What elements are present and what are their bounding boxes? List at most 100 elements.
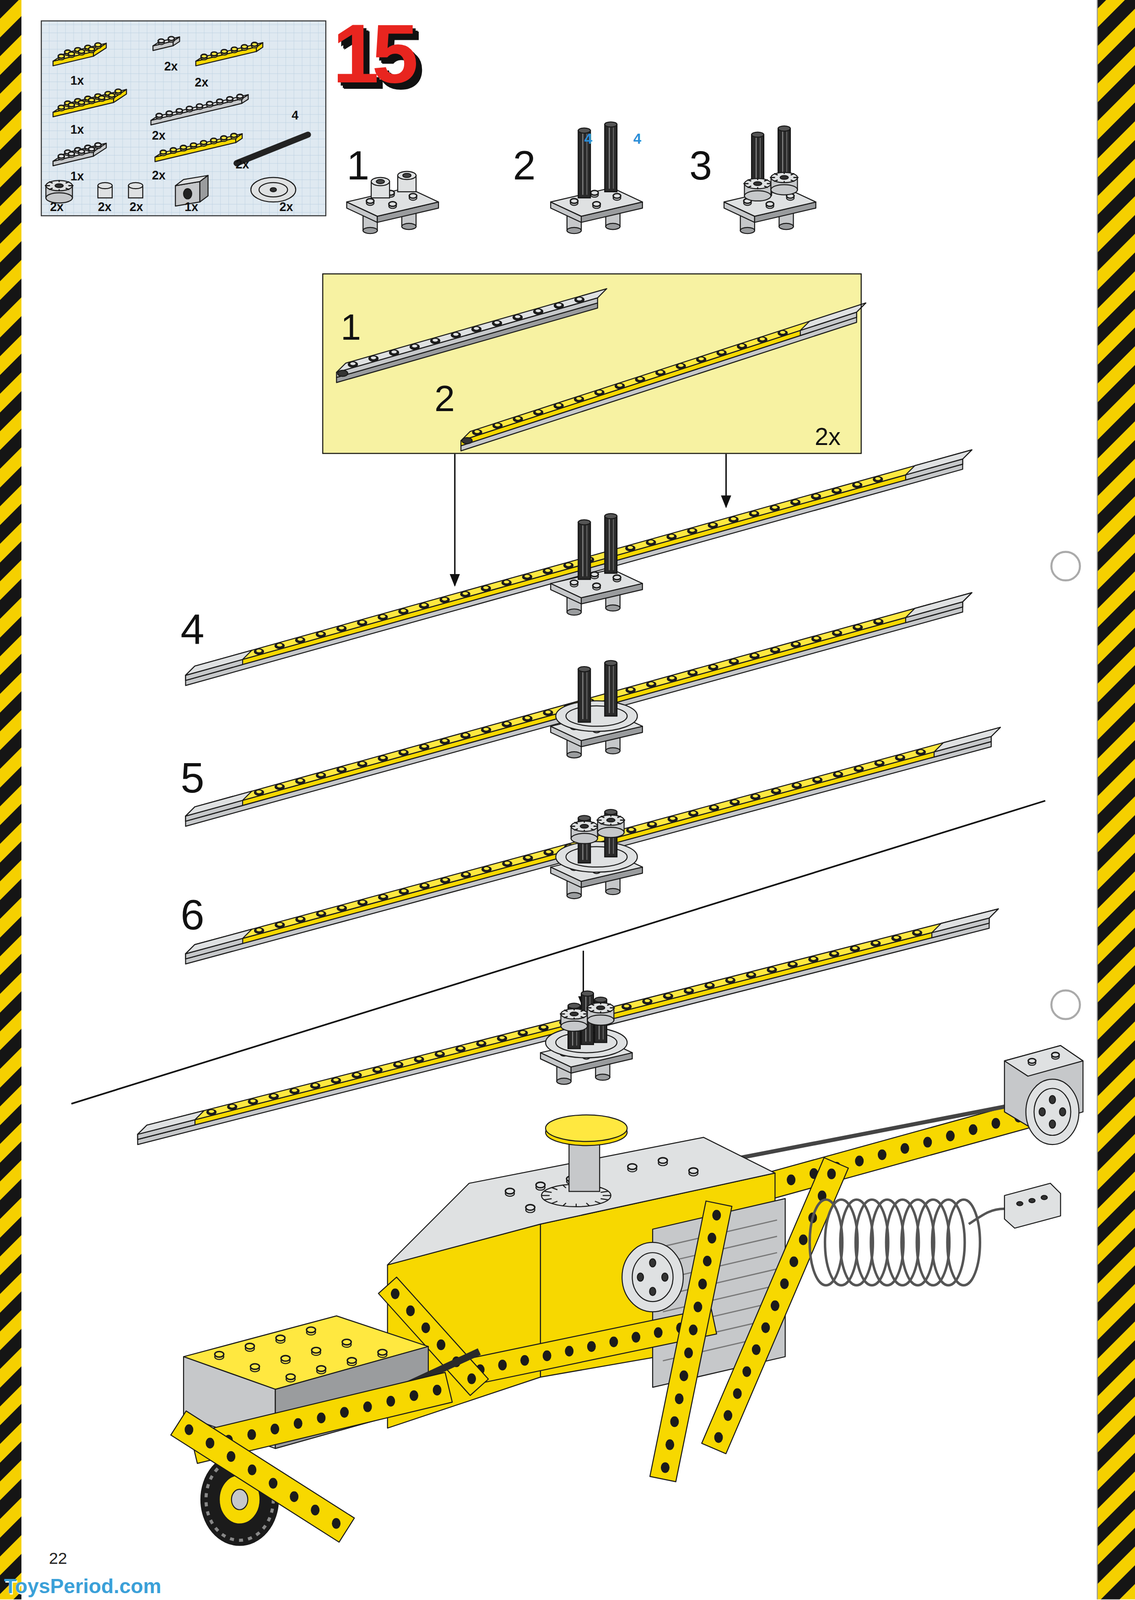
part-quantity: 2x <box>49 200 64 214</box>
stud-top <box>669 676 675 680</box>
blade-side <box>460 312 857 446</box>
stud <box>750 793 760 800</box>
parts-list-box: 1x2x2x1x2x41x2x2x2x2x2x1x2x <box>40 20 327 217</box>
stud-top <box>690 810 697 814</box>
beam-hole <box>698 1278 707 1289</box>
stud <box>68 51 75 56</box>
axle-groove <box>612 665 614 713</box>
stud <box>832 630 842 636</box>
tile-top <box>905 449 973 476</box>
stud <box>94 43 102 47</box>
blade-underside <box>185 741 992 964</box>
beam-hole <box>248 1464 257 1475</box>
blade-top <box>460 302 866 441</box>
stud <box>342 1338 352 1345</box>
stud <box>58 105 65 109</box>
stud-top <box>718 350 725 354</box>
part-quantity: 2x <box>194 76 209 89</box>
stud <box>874 760 884 766</box>
stud <box>414 1056 424 1062</box>
stud-top <box>628 827 635 831</box>
stud <box>347 1357 357 1363</box>
beam-hole <box>751 1344 761 1355</box>
axle-end <box>578 815 591 821</box>
stud <box>658 1157 668 1163</box>
gear-tooth <box>559 1013 565 1015</box>
stud <box>663 993 673 999</box>
model-drawing <box>44 36 1083 1546</box>
stud <box>210 138 217 142</box>
stud-top <box>250 1099 256 1103</box>
stud-top <box>556 403 562 407</box>
stud-top <box>648 681 654 685</box>
stud <box>471 326 482 332</box>
stud <box>254 648 264 654</box>
stud-top <box>731 659 737 662</box>
tile-top <box>934 727 1001 752</box>
pulley-rim <box>632 1252 673 1302</box>
beam-hole <box>661 1462 670 1473</box>
stud <box>275 783 285 790</box>
stud <box>216 99 223 103</box>
stud <box>613 574 622 580</box>
axle-groove <box>586 671 588 719</box>
beam-hole <box>787 1174 796 1185</box>
stud-top <box>297 917 304 920</box>
disc-hole <box>637 1272 644 1281</box>
stud <box>513 314 523 320</box>
stud <box>336 625 346 632</box>
bush-top <box>128 182 143 189</box>
peg-end <box>567 227 582 234</box>
stud-top <box>276 643 283 647</box>
stud <box>316 910 326 917</box>
gear-tooth <box>563 1009 568 1011</box>
plate-top <box>550 187 643 217</box>
stud <box>642 998 652 1005</box>
gear-tooth <box>602 1194 611 1196</box>
gear-tooth <box>607 1010 611 1012</box>
stud-top <box>318 772 324 776</box>
stud-top <box>810 956 817 960</box>
stud-top <box>686 988 692 992</box>
stud <box>696 356 706 363</box>
stud <box>176 108 183 113</box>
peg-end <box>605 888 621 895</box>
pulley-disc <box>555 700 638 732</box>
stud <box>206 1108 217 1115</box>
gear-tooth <box>620 819 626 821</box>
stud-top <box>514 315 521 319</box>
stud <box>767 966 777 973</box>
stud-top <box>421 603 427 606</box>
bush-top <box>371 177 390 186</box>
gear-tooth <box>590 828 595 830</box>
stud-top <box>789 962 796 965</box>
leader-arrow <box>454 454 456 586</box>
peg-end <box>605 604 621 611</box>
gear-tooth <box>48 188 53 190</box>
stud <box>200 140 207 145</box>
parts-list-background <box>40 20 327 217</box>
axle <box>604 662 617 716</box>
beam-hole <box>183 188 192 199</box>
page-number: 22 <box>48 1550 68 1567</box>
stud <box>790 499 800 505</box>
stud <box>461 871 471 878</box>
plate-top <box>346 187 439 217</box>
stud <box>791 641 801 648</box>
part-quantity: 1x <box>184 200 199 214</box>
stud <box>502 721 512 727</box>
tail-shaft <box>713 1103 1020 1163</box>
stud <box>873 476 883 482</box>
gear-tooth <box>594 1200 601 1204</box>
stud-top <box>876 761 883 764</box>
stud-top <box>616 383 623 387</box>
beam-hole <box>520 1354 530 1365</box>
axle-groove <box>608 127 610 190</box>
gear-tooth <box>764 186 768 188</box>
peg-end <box>556 1077 572 1084</box>
gear-tooth <box>573 1017 575 1020</box>
step-number: 15 <box>332 12 411 97</box>
stud <box>704 982 714 989</box>
plate-top <box>550 568 643 598</box>
callout-number: 1 <box>340 308 362 346</box>
